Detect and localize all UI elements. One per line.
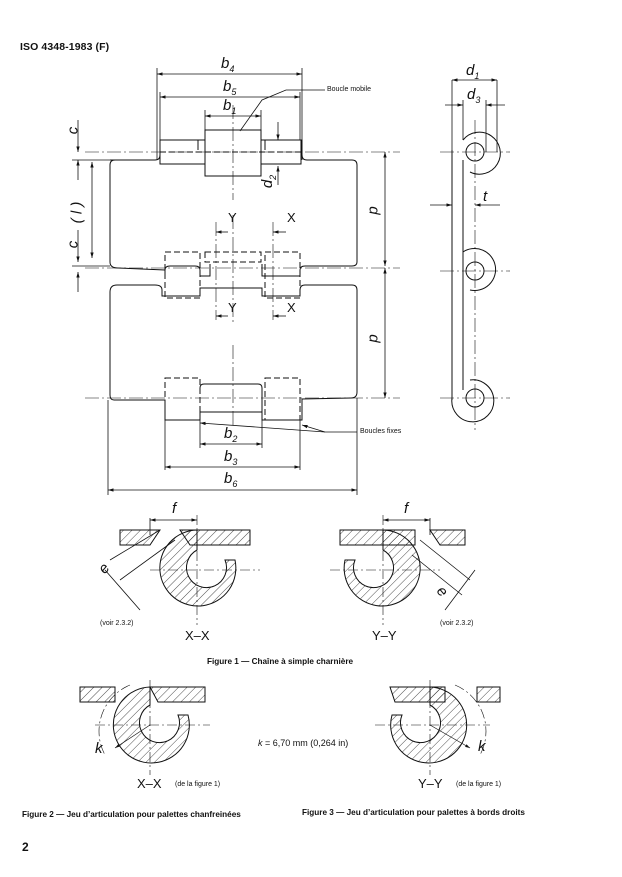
- section-title-yy: Y–Y: [372, 628, 397, 643]
- section-mark-y-bottom: Y: [228, 300, 237, 315]
- page-number: 2: [22, 840, 29, 854]
- note-yy: (voir 2.3.2): [440, 620, 474, 627]
- label-d2: d2: [259, 174, 279, 189]
- section-yy-fig1: [330, 515, 476, 625]
- section-title-fig2: X–X: [137, 776, 162, 791]
- label-b6: b6: [224, 470, 238, 489]
- figure-3-caption: Figure 3 — Jeu d’articulation pour palet…: [302, 808, 525, 817]
- label-f-yy: f: [404, 500, 409, 517]
- callout-boucle-mobile: Boucle mobile: [327, 86, 371, 93]
- label-t: t: [483, 188, 488, 205]
- section-xx-fig1: [104, 515, 260, 625]
- label-b1: b1: [223, 97, 237, 116]
- section-mark-y-top: Y: [228, 210, 237, 225]
- k-value-text: = 6,70 mm (0,264 in): [265, 738, 349, 748]
- label-k-fig2: k: [95, 740, 103, 757]
- standard-reference: ISO 4348-1983 (F): [20, 41, 110, 53]
- section-ref-fig3: (de la figure 1): [456, 781, 502, 788]
- label-d3: d3: [467, 86, 481, 105]
- label-b2: b2: [224, 425, 238, 444]
- note-xx: (voir 2.3.2): [100, 620, 134, 627]
- section-mark-x-bottom: X: [287, 300, 296, 315]
- figure-1-caption: Figure 1 — Chaîne à simple charnière: [207, 657, 354, 666]
- label-p-top: p: [364, 206, 382, 215]
- section-title-fig3: Y–Y: [418, 776, 443, 791]
- label-b3: b3: [224, 448, 238, 467]
- k-symbol: k: [258, 738, 263, 748]
- figure-3-drawing: [375, 680, 501, 775]
- label-c-top: c: [64, 126, 82, 135]
- side-view: [451, 131, 501, 423]
- label-b5: b5: [223, 78, 237, 97]
- figure-2-caption: Figure 2 — Jeu d’articulation pour palet…: [22, 810, 241, 819]
- callout-boucles-fixes: Boucles fixes: [360, 428, 402, 435]
- section-ref-fig2: (de la figure 1): [175, 781, 221, 788]
- label-f-xx: f: [172, 500, 177, 517]
- figure-2-drawing: [79, 680, 210, 775]
- plate-top: [109, 139, 358, 277]
- k-value: k = 6,70 mm (0,264 in): [258, 738, 348, 748]
- label-c-bottom: c: [64, 240, 82, 249]
- label-k-fig3: k: [478, 738, 486, 755]
- label-d1: d1: [466, 62, 480, 81]
- section-title-xx: X–X: [185, 628, 210, 643]
- label-p-bottom: p: [364, 334, 382, 343]
- section-mark-x-top: X: [287, 210, 296, 225]
- label-b4: b4: [221, 55, 235, 74]
- label-l: ( l ): [68, 201, 86, 224]
